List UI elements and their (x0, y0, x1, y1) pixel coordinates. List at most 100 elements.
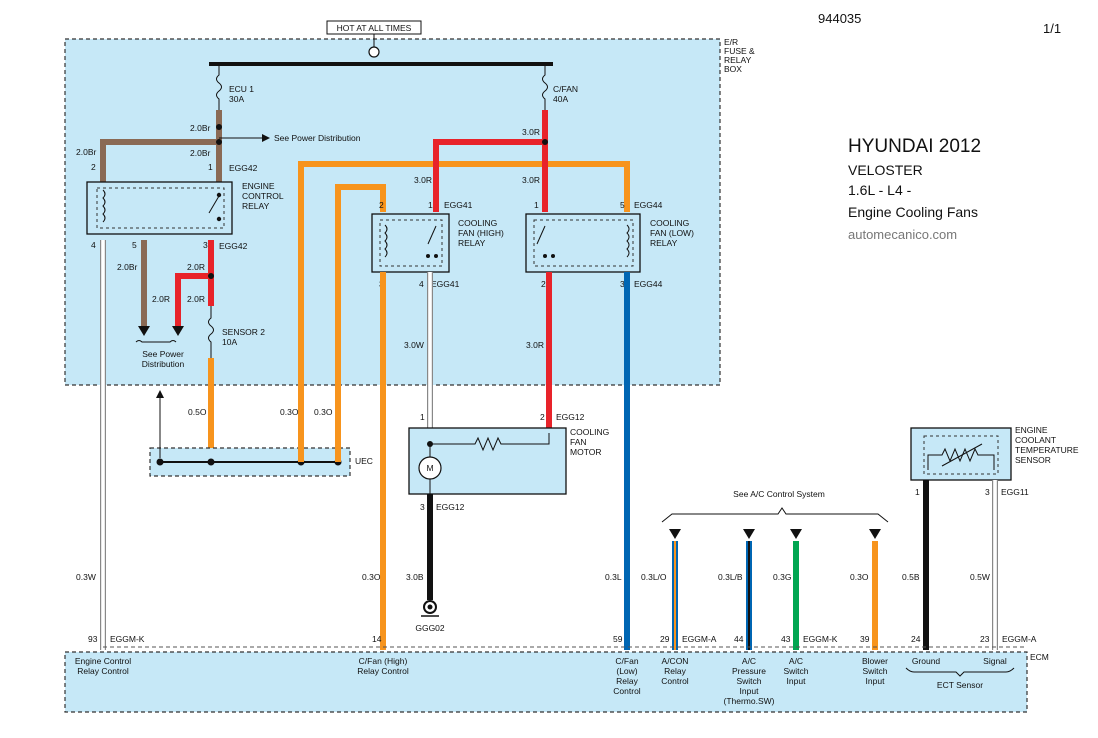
ecm-pin-label: (Low) (616, 666, 637, 676)
connector-id: EGG11 (1001, 487, 1029, 497)
wire-label: 0.3L/B (718, 572, 743, 582)
note-power-distribution: Distribution (142, 359, 185, 369)
pin-number: 3 (985, 487, 990, 497)
wire-label: 2.0Br (190, 123, 210, 133)
wire-label: 3.0R (414, 175, 432, 185)
ecm-pin-label: Relay (664, 666, 686, 676)
wire-label: 0.5B (902, 572, 920, 582)
wire-label: 0.3O (314, 407, 333, 417)
pin-number: 4 (91, 240, 96, 250)
pin-number: 43 (781, 634, 791, 644)
ecm-pin-label: A/CON (662, 656, 689, 666)
ecm-label: ECM (1030, 652, 1049, 662)
pin-number: 29 (660, 634, 670, 644)
component-label: ENGINE (1015, 425, 1048, 435)
pin-number: 39 (860, 634, 870, 644)
title-system: Engine Cooling Fans (848, 204, 978, 220)
fuse-rating: 10A (222, 337, 237, 347)
pin-number: 1 (208, 162, 213, 172)
arrow-down-icon (743, 529, 755, 539)
ecm-pin-label: ECT Sensor (937, 680, 983, 690)
page-number: 1/1 (1043, 21, 1061, 36)
wire-red (175, 273, 211, 326)
pin-number: 5 (620, 200, 625, 210)
motor-symbol: M (426, 463, 433, 473)
pin-number: 2 (540, 412, 545, 422)
connector-id: EGG42 (219, 241, 248, 251)
fuse-label: SENSOR 2 (222, 327, 265, 337)
pin-number: 3 (420, 502, 425, 512)
pin-number: 59 (613, 634, 623, 644)
wire-label: 0.3L (605, 572, 622, 582)
component-label: SENSOR (1015, 455, 1051, 465)
arrow-down-icon (669, 529, 681, 539)
connector-id: EGGM-K (110, 634, 145, 644)
wire-brown (100, 139, 219, 182)
wire-label: 2.0R (187, 294, 205, 304)
wire-label: 0.5W (970, 572, 990, 582)
pin-number: 1 (915, 487, 920, 497)
pin-number: 2 (541, 279, 546, 289)
pin-number: 14 (372, 634, 382, 644)
fuse-label: ECU 1 (229, 84, 254, 94)
hot-label: HOT AT ALL TIMES (337, 23, 412, 33)
ecm-pin-label: A/C (789, 656, 803, 666)
pin-number: 1 (534, 200, 539, 210)
ecm-pin-label: Input (866, 676, 886, 686)
fuse-label: C/FAN (553, 84, 578, 94)
engine-control-relay (86, 181, 233, 235)
pin-number: 4 (419, 279, 424, 289)
wire-label: 0.3O (362, 572, 381, 582)
wire-label: 3.0R (526, 340, 544, 350)
connector-id: EGG12 (556, 412, 585, 422)
brace-icon (905, 667, 1015, 677)
fusebox-label: E/R (724, 37, 738, 47)
ecm-pin-label: C/Fan (615, 656, 638, 666)
ecm-pin-label: Relay Control (77, 666, 129, 676)
diagram-code: 944035 (818, 11, 861, 26)
wire-label: 0.3G (773, 572, 791, 582)
connector-id: EGG12 (436, 502, 465, 512)
fuse-cfan-icon (542, 64, 548, 110)
ecm-pin-label: Signal (983, 656, 1007, 666)
pin-number: 2 (91, 162, 96, 172)
wire-orange (335, 184, 386, 462)
thermistor-icon (927, 447, 995, 470)
wire-label: 0.3L/O (641, 572, 667, 582)
pin-number: 44 (734, 634, 744, 644)
component-label: RELAY (650, 238, 678, 248)
ecm-pin-label: Pressure (732, 666, 766, 676)
relay-switch-icon (208, 195, 220, 214)
pin-number: 23 (980, 634, 990, 644)
connector-id: EGG44 (634, 279, 663, 289)
fusebox-label: FUSE & (724, 46, 755, 56)
arrow-up-icon (156, 390, 164, 398)
component-label: MOTOR (570, 447, 601, 457)
wire-label: 3.0R (522, 127, 540, 137)
engine-coolant-temperature-sensor (910, 427, 1012, 481)
pin-number: 93 (88, 634, 98, 644)
arrow-down-icon (790, 529, 802, 539)
component-label: FAN (570, 437, 587, 447)
ground-id: GGG02 (415, 623, 445, 633)
ecm-pin-label: Engine Control (75, 656, 131, 666)
pin-number: 2 (379, 200, 384, 210)
ecm-pin-label: A/C (742, 656, 756, 666)
wire-red (433, 139, 545, 212)
ecm-pin-label: Switch (862, 666, 887, 676)
ecm-pin-label: Blower (862, 656, 888, 666)
connector-id: EGGM-K (803, 634, 838, 644)
ecm-pin-label: C/Fan (High) (359, 656, 408, 666)
uec-label: UEC (355, 456, 373, 466)
wire-label: 3.0R (522, 175, 540, 185)
pin-number: 3 (203, 240, 208, 250)
wire-label: 3.0W (404, 340, 424, 350)
relay-coil-icon (384, 224, 388, 258)
pin-number: 5 (132, 240, 137, 250)
fuse-ecu1-icon (216, 64, 222, 110)
component-label: RELAY (242, 201, 270, 211)
wire-label: 2.0R (187, 262, 205, 272)
wire-label: 0.5O (188, 407, 207, 417)
title-model: VELOSTER (848, 162, 923, 178)
